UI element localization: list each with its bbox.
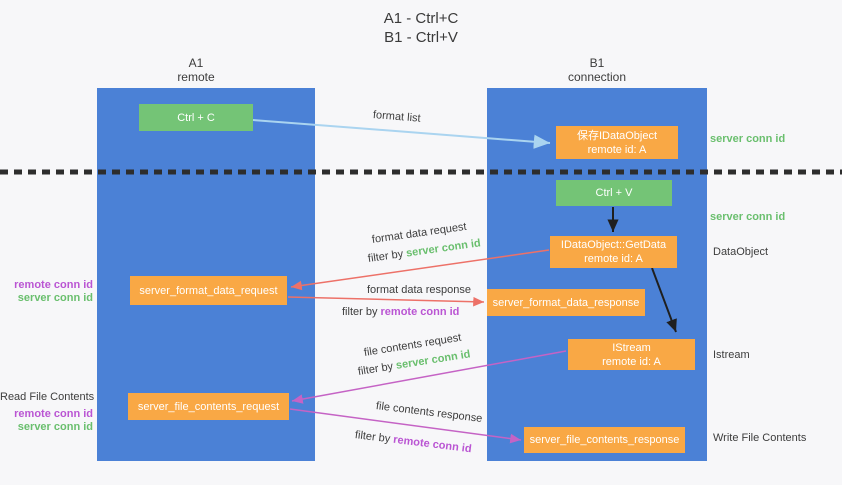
node-ctrl-c-label: Ctrl + C [177,111,215,124]
annotation-remote-conn-id-top: remote conn id [14,279,93,291]
node-server-format-data-response: server_format_data_response [487,289,645,316]
node-save-dataobject: 保存IDataObject remote id: A [556,126,678,159]
annotation-server-conn-id-left-bottom: server conn id [17,421,93,433]
arrow-file-contents-request [291,350,567,404]
title-line-2: B1 - Ctrl+V [384,29,458,46]
node-ctrl-c: Ctrl + C [139,104,253,131]
diagram-title: A1 - Ctrl+C B1 - Ctrl+V [0,9,842,47]
annotation-server-conn-id-top: server conn id [710,133,786,145]
lane-header-a1: A1 remote [87,56,305,84]
title-line-1: A1 - Ctrl+C [383,10,459,27]
node-server-format-data-request: server_format_data_request [130,276,287,305]
lane-b1-name: B1 [589,56,605,70]
lane-b1-subtitle: connection [567,70,627,84]
arrow-format-data-response [287,296,485,307]
remote-conn-id-text-1: remote conn id [380,306,460,318]
lane-a1-name: A1 [188,56,204,70]
node-istream: IStream remote id: A [568,339,695,370]
arrow-format-list [252,119,551,149]
node-idataobject-getdata: IDataObject::GetData remote id: A [550,236,677,268]
node-istream-text: IStream remote id: A [602,341,661,369]
filter-by-text-2: filter by [342,306,378,318]
node-getdata-line1: IDataObject::GetData [560,239,667,251]
node-format-response-label: server_format_data_response [492,296,640,309]
node-ctrl-v-label: Ctrl + V [595,187,633,199]
annotation-remote-conn-id-bottom: remote conn id [14,408,93,420]
node-getdata-line2: remote id: A [584,253,643,265]
lane-a1-subtitle: remote [177,70,215,84]
node-file-response-label: server_file_contents_response [529,434,680,446]
annotation-dataobject: DataObject [713,246,769,258]
lane-header-b1: B1 connection [487,56,707,84]
arrow-format-data-request [290,249,550,291]
node-save-dataobject-line2: remote id: A [587,143,647,156]
edge-label-filter-remote-1: filter by remote conn id [342,306,459,318]
node-save-dataobject-text: 保存IDataObject remote id: A [577,129,657,157]
node-save-dataobject-line1: 保存IDataObject [576,129,658,142]
node-istream-line2: remote id: A [602,355,661,368]
annotation-read-file-contents: Read File Contents [0,391,95,403]
node-idataobject-getdata-text: IDataObject::GetData remote id: A [561,238,666,266]
arrow-getdata-to-istream [651,267,677,333]
node-istream-line1: IStream [612,341,651,354]
annotation-istream: Istream [713,349,750,361]
annotation-server-conn-id-left-top: server conn id [17,292,93,304]
node-ctrl-v: Ctrl + V [556,180,672,206]
node-file-request-label: server_file_contents_request [137,400,280,413]
edge-label-format-data-response: format data response [367,284,471,296]
annotation-server-conn-id-mid: server conn id [710,211,786,223]
annotation-write-file-contents: Write File Contents [713,432,807,444]
node-server-file-contents-request: server_file_contents_request [128,393,289,420]
arrow-file-contents-response [289,408,522,444]
node-server-file-contents-response: server_file_contents_response [524,427,685,453]
node-format-request-label: server_format_data_request [139,284,278,297]
